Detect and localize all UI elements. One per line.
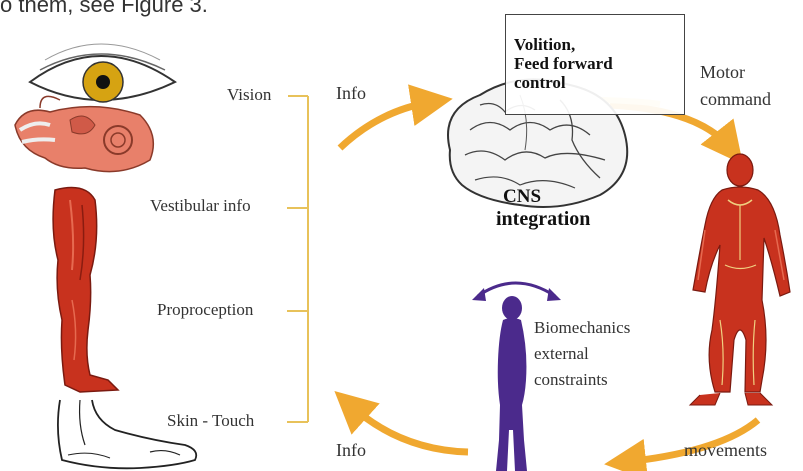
constraints-label: constraints	[534, 370, 608, 390]
motor-label: Motor	[700, 62, 745, 83]
eye-icon	[30, 44, 175, 102]
external-label: external	[534, 344, 589, 364]
biomechanics-label: Biomechanics	[534, 318, 630, 338]
figure-caption: o them, see Figure 3.	[0, 0, 208, 18]
muscle-body-icon	[690, 154, 790, 405]
volition-line1: Volition,	[514, 36, 575, 54]
leg-muscle-icon	[53, 188, 118, 392]
info-arrow-top	[340, 102, 432, 148]
info-arrow-bottom	[350, 405, 468, 452]
volition-box: Volition, Feed forward control	[505, 14, 685, 115]
info-top-label: Info	[336, 83, 366, 104]
movements-label: movements	[684, 440, 767, 461]
volition-line3: control	[514, 74, 566, 92]
info-bottom-label: Info	[336, 440, 366, 461]
volition-line2: Feed forward	[514, 55, 613, 73]
cns-label: CNS	[503, 186, 541, 208]
proprioception-label: Proproception	[157, 300, 253, 320]
vestibular-label: Vestibular info	[150, 196, 251, 216]
skin-touch-label: Skin - Touch	[167, 411, 254, 431]
standing-person-icon	[496, 296, 527, 471]
vision-label: Vision	[227, 85, 271, 105]
sensory-bracket	[287, 96, 308, 422]
inner-ear-icon	[15, 96, 153, 171]
integration-label: integration	[496, 208, 590, 231]
command-label: command	[700, 89, 771, 110]
